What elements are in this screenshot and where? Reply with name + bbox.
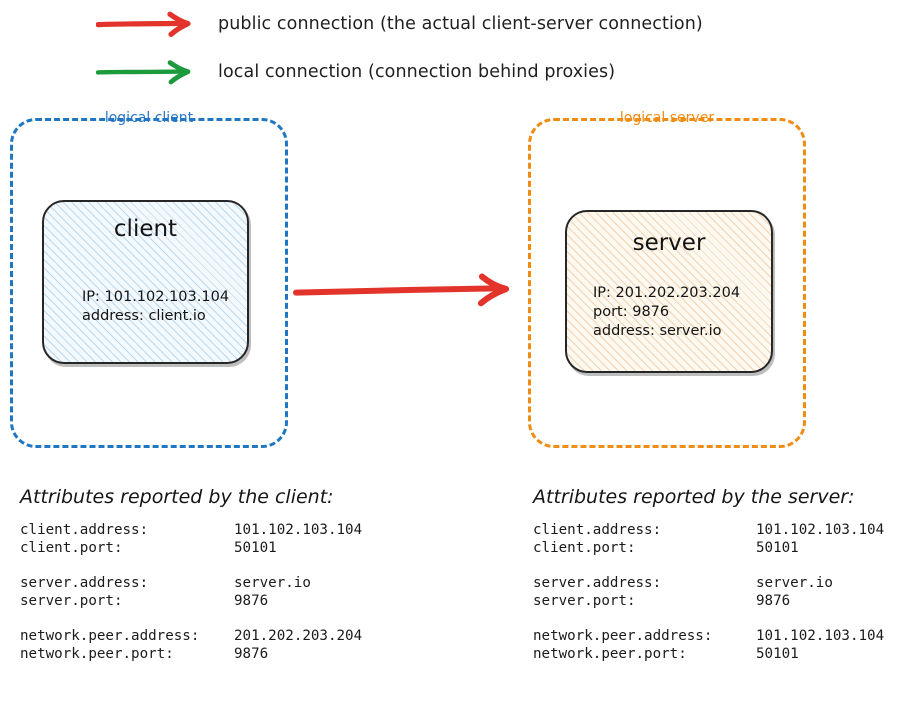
server-detail-address: address: server.io [593, 323, 722, 339]
server-node-details: IP: 201.202.203.204 port: 9876 address: … [593, 284, 740, 341]
client-detail-address: address: client.io [82, 308, 206, 324]
client-detail-ip: IP: 101.102.103.104 [82, 289, 230, 305]
attr-key: network.peer.address: [533, 628, 713, 644]
table-row: server.port: 9876 [533, 593, 884, 611]
server-node-title: server [632, 230, 706, 256]
table-row: server.port: 9876 [20, 593, 362, 611]
table-row: network.peer.address: 101.102.103.104 [533, 628, 884, 646]
attr-key: server.address: [20, 575, 149, 591]
attr-value: 50101 [756, 540, 799, 556]
red-arrow-icon [96, 11, 191, 37]
attr-key: client.port: [20, 540, 123, 556]
table-row: client.port: 50101 [533, 540, 884, 558]
client-node: client IP: 101.102.103.104 address: clie… [42, 200, 249, 364]
row-spacer [20, 558, 362, 575]
client-node-title: client [113, 216, 178, 242]
table-row: server.address: server.io [20, 575, 362, 593]
table-row: client.address: 101.102.103.104 [20, 522, 362, 540]
attr-key: network.peer.address: [20, 628, 200, 644]
table-row: network.peer.port: 9876 [20, 646, 362, 664]
client-attributes-panel: Attributes reported by the client: clien… [20, 486, 362, 664]
green-arrow-icon [96, 60, 191, 85]
table-row: server.address: server.io [533, 575, 884, 593]
attr-key: client.address: [20, 522, 149, 538]
attr-key: server.port: [20, 593, 123, 609]
server-detail-ip: IP: 201.202.203.204 [593, 285, 741, 301]
attr-key: client.address: [533, 522, 662, 538]
attr-value: 9876 [756, 593, 791, 609]
logical-client-label: logical client [104, 110, 194, 126]
client-attributes-heading: Attributes reported by the client: [20, 486, 334, 508]
logical-server-group: logical server [528, 110, 806, 448]
attr-key: server.port: [533, 593, 636, 609]
legend-label-public: public connection (the actual client-ser… [218, 14, 703, 34]
legend-item-local: local connection (connection behind prox… [96, 58, 615, 86]
attr-key: client.port: [533, 540, 636, 556]
attr-value: 101.102.103.104 [756, 628, 885, 644]
server-attributes-heading: Attributes reported by the server: [533, 486, 855, 508]
legend-label-local: local connection (connection behind prox… [218, 62, 616, 82]
attr-value: server.io [756, 575, 833, 591]
server-attributes-table: client.address: 101.102.103.104 client.p… [533, 522, 884, 664]
attr-key: server.address: [533, 575, 662, 591]
server-node: server IP: 201.202.203.204 port: 9876 ad… [565, 210, 773, 373]
server-detail-port: port: 9876 [593, 304, 670, 320]
attr-value: server.io [234, 575, 311, 591]
attr-key: network.peer.port: [533, 646, 687, 662]
attr-key: network.peer.port: [20, 646, 174, 662]
table-row: client.address: 101.102.103.104 [533, 522, 884, 540]
logical-server-label: logical server [619, 110, 715, 126]
attr-value: 50101 [234, 540, 277, 556]
attr-value: 201.202.203.204 [234, 628, 363, 644]
row-spacer [533, 611, 884, 628]
logical-client-group: logical client [10, 110, 288, 448]
attr-value: 9876 [234, 593, 269, 609]
table-row: network.peer.port: 50101 [533, 646, 884, 664]
attr-value: 9876 [234, 646, 269, 662]
legend-item-public: public connection (the actual client-ser… [96, 10, 703, 38]
client-node-details: IP: 101.102.103.104 address: client.io [82, 288, 229, 326]
table-row: network.peer.address: 201.202.203.204 [20, 628, 362, 646]
attr-value: 101.102.103.104 [234, 522, 363, 538]
row-spacer [533, 558, 884, 575]
public-connection-arrow-icon [293, 273, 510, 307]
table-row: client.port: 50101 [20, 540, 362, 558]
attr-value: 101.102.103.104 [756, 522, 885, 538]
attr-value: 50101 [756, 646, 799, 662]
client-attributes-table: client.address: 101.102.103.104 client.p… [20, 522, 362, 664]
server-attributes-panel: Attributes reported by the server: clien… [533, 486, 884, 664]
row-spacer [20, 611, 362, 628]
